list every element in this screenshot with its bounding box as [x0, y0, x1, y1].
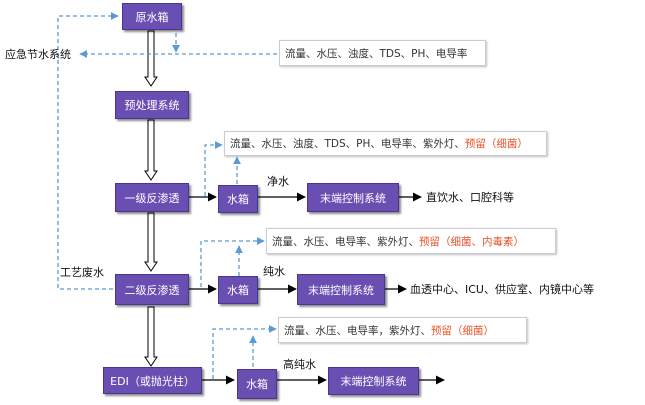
- solid-flow-arrows: [187, 192, 445, 385]
- raw-water-params: 流量、水压、浊度、TDS、PH、电导率: [279, 40, 486, 66]
- ro2-params: 流量、水压、电导率、紫外灯、预留（细菌、内毒素）: [266, 228, 556, 254]
- ro1-params-reserved: 预留（细菌）: [464, 138, 528, 150]
- ro2-params-text: 流量、水压、电导率、紫外灯、: [272, 235, 419, 248]
- process-waste-line: [57, 12, 119, 290]
- tank-3-node: 水箱: [237, 369, 277, 399]
- pure-water-label-1: 净水: [267, 175, 289, 188]
- edi-node: EDI（或抛光柱）: [103, 367, 202, 394]
- edi-params: 流量、水压、电导率，紫外灯、预留（细菌）: [278, 317, 527, 343]
- use-case-2: 血透中心、ICU、供应室、内镜中心等: [410, 283, 594, 296]
- emergency-water-saving-label: 应急节水系统: [5, 48, 71, 61]
- terminal-control-3-node: 末端控制系统: [328, 367, 419, 395]
- down-arrow-ro2-to-edi: [144, 306, 158, 367]
- ro2-params-reserved: 预留（细菌、内毒素）: [419, 235, 524, 248]
- raw-water-tank-node: 原水箱: [122, 3, 182, 30]
- secondary-ro-node: 二级反渗透: [115, 274, 189, 305]
- terminal-control-1-node: 末端控制系统: [307, 183, 399, 212]
- ro2-monitor-line: [200, 237, 265, 287]
- edi-monitor-line: [212, 325, 277, 379]
- main-vertical-arrows: [144, 30, 158, 367]
- edi-params-text: 流量、水压、电导率，紫外灯、: [284, 324, 431, 337]
- edi-params-reserved: 预留（细菌）: [431, 324, 494, 337]
- terminal-control-2-node: 末端控制系统: [297, 274, 385, 305]
- down-arrow-pre-to-ro1: [144, 119, 158, 181]
- ro1-params: 流量、水压、浊度、TDS、PH、电导率、紫外灯、预留（细菌）: [224, 131, 547, 156]
- down-arrow-ro1-to-ro2: [144, 212, 158, 272]
- process-waste-label: 工艺废水: [60, 266, 104, 279]
- tank-2-node: 水箱: [218, 276, 258, 304]
- down-arrow-raw-to-pre: [144, 30, 158, 87]
- pretreatment-node: 预处理系统: [115, 91, 189, 119]
- primary-ro-node: 一级反渗透: [115, 183, 189, 212]
- tank-1-node: 水箱: [218, 185, 258, 213]
- ultra-pure-water-label: 高纯水: [283, 358, 316, 371]
- ro1-params-text: 流量、水压、浊度、TDS、PH、电导率、紫外灯、: [230, 138, 465, 150]
- ro1-monitor-line: [204, 141, 223, 196]
- pure-water-label-2: 纯水: [263, 265, 285, 278]
- dashed-monitor-lines: [57, 12, 277, 379]
- use-case-1: 直饮水、口腔科等: [426, 191, 514, 204]
- raw-water-params-text: 流量、水压、浊度、TDS、PH、电导率: [285, 47, 468, 60]
